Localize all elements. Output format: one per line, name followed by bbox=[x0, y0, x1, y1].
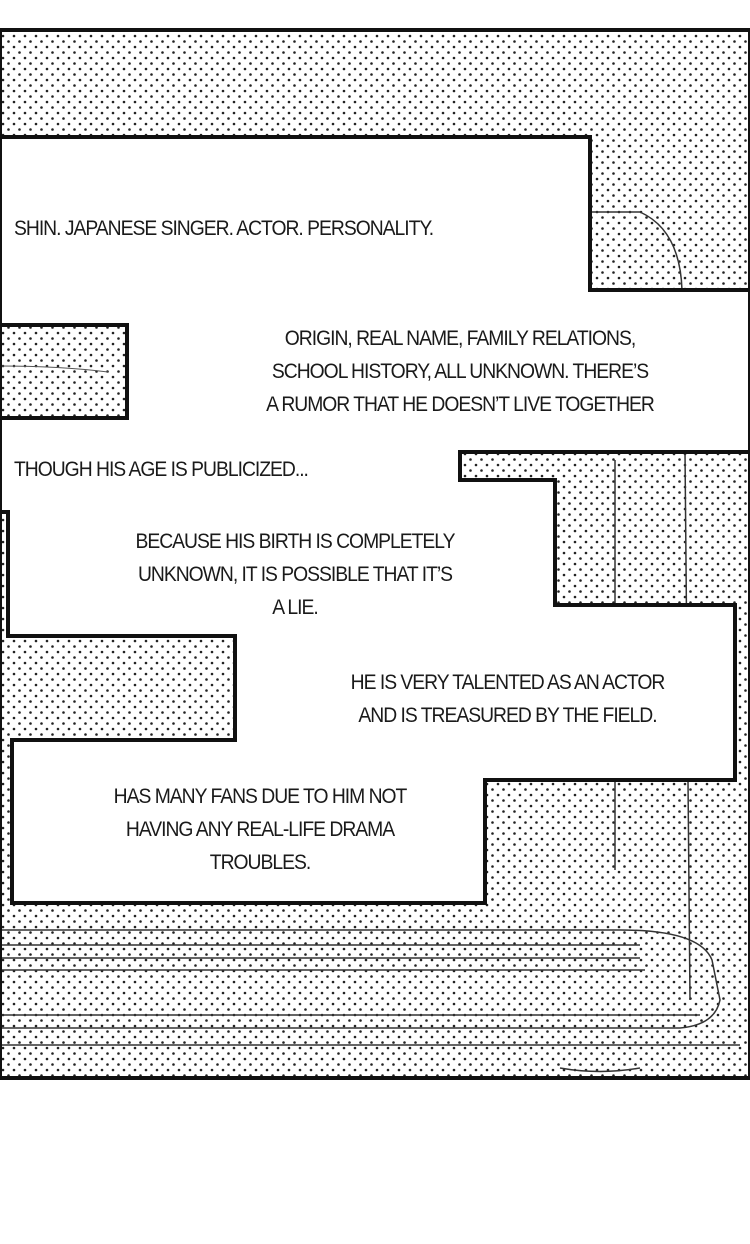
caption-birth: BECAUSE HIS BIRTH IS COMPLETELY UNKNOWN,… bbox=[97, 525, 493, 624]
caption-line: SCHOOL HISTORY, ALL UNKNOWN. THERE’S bbox=[271, 360, 649, 383]
caption-fans: HAS MANY FANS DUE TO HIM NOT HAVING ANY … bbox=[67, 780, 453, 879]
caption-intro: SHIN. JAPANESE SINGER. ACTOR. PERSONALIT… bbox=[14, 217, 434, 240]
caption-area bbox=[0, 135, 750, 905]
caption-line: A LIE. bbox=[272, 596, 319, 619]
caption-line: AND IS TREASURED BY THE FIELD. bbox=[358, 704, 657, 727]
caption-line: BECAUSE HIS BIRTH IS COMPLETELY bbox=[135, 530, 455, 553]
caption-talent: HE IS VERY TALENTED AS AN ACTOR AND IS T… bbox=[312, 666, 703, 732]
caption-line: A RUMOR THAT HE DOESN’T LIVE TOGETHER bbox=[266, 393, 655, 416]
caption-line: UNKNOWN, IT IS POSSIBLE THAT IT’S bbox=[137, 563, 453, 586]
panel-border bbox=[0, 28, 750, 1080]
caption-line: HAS MANY FANS DUE TO HIM NOT bbox=[113, 785, 408, 808]
caption-line: HAVING ANY REAL-LIFE DRAMA bbox=[125, 818, 395, 841]
caption-origin: ORIGIN, REAL NAME, FAMILY RELATIONS, SCH… bbox=[225, 322, 694, 421]
caption-line: TROUBLES. bbox=[209, 851, 311, 874]
caption-line: ORIGIN, REAL NAME, FAMILY RELATIONS, bbox=[284, 327, 636, 350]
caption-age: THOUGH HIS AGE IS PUBLICIZED... bbox=[14, 458, 309, 481]
caption-line: HE IS VERY TALENTED AS AN ACTOR bbox=[350, 671, 666, 694]
